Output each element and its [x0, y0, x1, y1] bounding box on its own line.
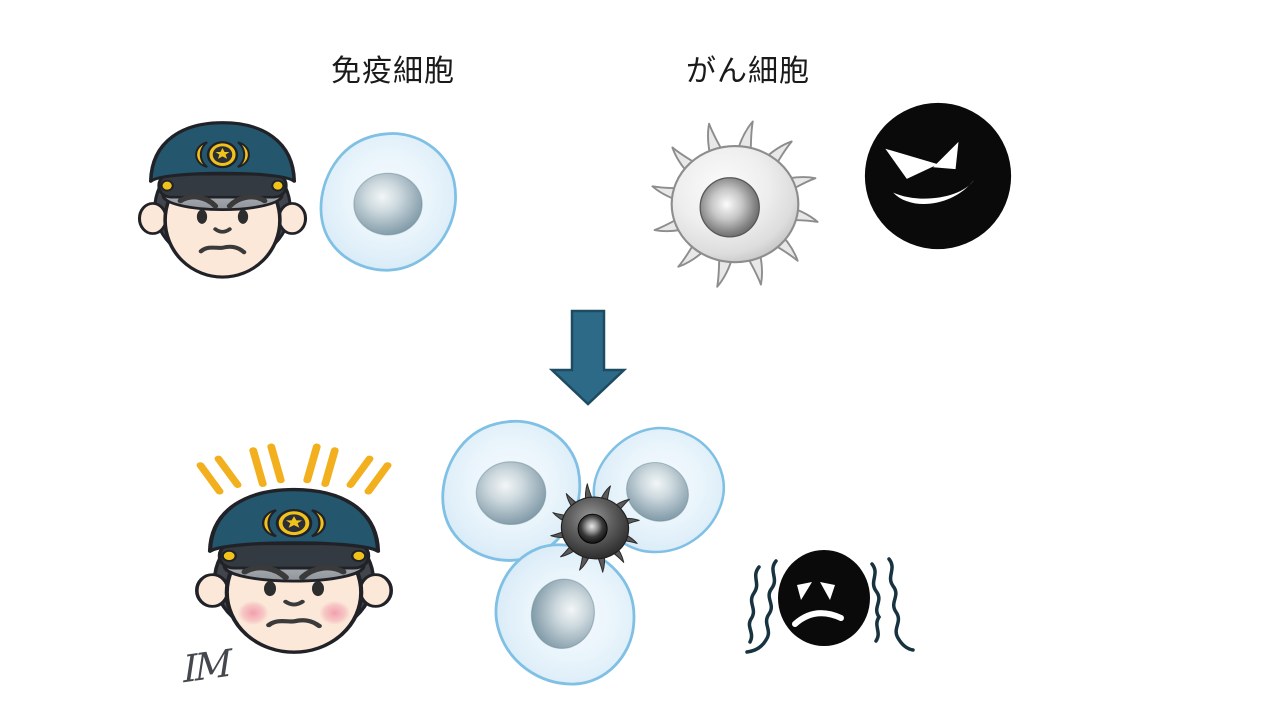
alert-lines — [196, 443, 392, 495]
blush-left — [237, 600, 269, 626]
police-officer-face-icon — [120, 89, 325, 293]
sad-face-head — [778, 550, 870, 646]
evil-face-head — [864, 102, 1012, 250]
defeated-black-face-trembling-icon — [745, 550, 915, 654]
cancer-cell-label: がん細胞 — [686, 55, 810, 88]
tremble-lines — [745, 557, 915, 654]
evil-face-eye-left — [885, 148, 938, 179]
spiky-cancer-cell-icon — [640, 107, 830, 297]
sad-face-eye-right — [820, 582, 835, 600]
immune-cell-top-left — [441, 419, 582, 562]
police-officer-alert-face-icon — [174, 443, 414, 669]
sad-face-eye-left — [797, 582, 812, 600]
evil-face-eye-right — [933, 141, 959, 170]
down-arrow-icon — [548, 309, 628, 406]
immune-cell-icon — [319, 132, 457, 272]
immune-cells-surrounding-cancer-cell-icon — [441, 418, 740, 686]
author-signature: IM — [182, 641, 231, 692]
evil-face-grin — [893, 179, 975, 204]
immune-cell-label: 免疫細胞 — [331, 55, 455, 88]
evil-black-face-icon — [864, 102, 1012, 250]
sad-face-frown — [792, 610, 844, 627]
blush-right — [319, 600, 351, 626]
